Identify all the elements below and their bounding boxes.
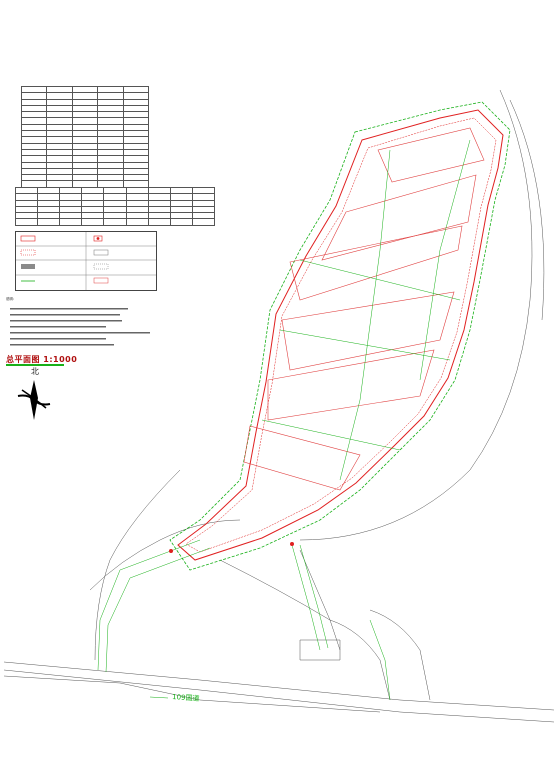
data-table-cell	[125, 218, 149, 226]
marker-south	[290, 542, 294, 546]
data-table-row	[14, 218, 216, 226]
hedge-outline	[169, 101, 511, 571]
economic-table-cell	[122, 180, 150, 188]
road-label-text: 109国道	[172, 692, 200, 703]
north-label: 北	[31, 367, 39, 376]
drawing-title-underline	[6, 364, 64, 366]
economic-table-row	[20, 98, 150, 106]
economic-table-cell	[122, 104, 150, 113]
economic-indicator-table	[20, 85, 150, 188]
economic-table-cell	[122, 92, 150, 100]
road-label-arrow	[149, 696, 169, 699]
site-boundary	[177, 109, 504, 561]
building-plots	[243, 127, 485, 491]
economic-table-cell	[122, 111, 150, 119]
north-arrow-icon	[17, 380, 51, 420]
landscape-lines	[97, 139, 471, 701]
economic-table-cell	[122, 85, 150, 94]
economic-table-cell	[122, 98, 150, 106]
data-table-cell	[191, 218, 216, 226]
data-table-cell	[147, 218, 171, 226]
road-context-lines	[3, 89, 554, 723]
economic-table-cell	[122, 117, 150, 125]
economic-table-row	[20, 85, 150, 94]
data-table	[14, 186, 216, 226]
legend-graphics	[16, 232, 156, 290]
notes-header: 说明：	[6, 297, 17, 301]
economic-table-row	[20, 117, 150, 125]
economic-table-row	[20, 104, 150, 113]
site-boundary-inner	[185, 117, 497, 553]
notes-text-lines	[10, 308, 150, 346]
economic-table-row	[20, 111, 150, 119]
drawing-title: 总平面图 1:1000	[6, 355, 78, 364]
economic-table-row	[20, 92, 150, 100]
economic-table-row	[20, 180, 150, 188]
marker-west	[169, 549, 173, 553]
legend	[15, 231, 157, 291]
